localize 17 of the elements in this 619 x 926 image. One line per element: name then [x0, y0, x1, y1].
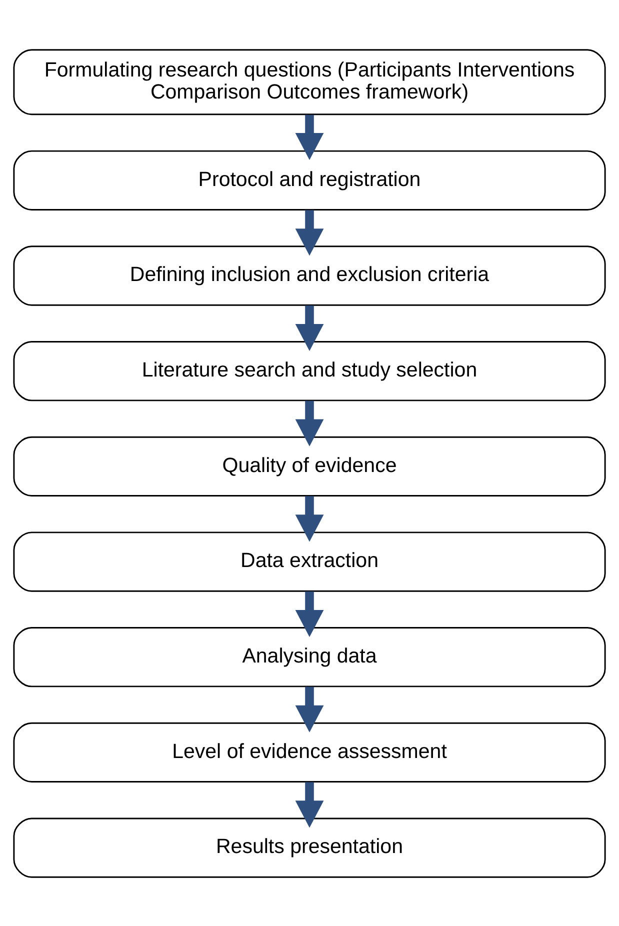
- node-box: Protocol and registration: [13, 150, 606, 210]
- node-box: Literature search and study selection: [13, 340, 606, 401]
- arrow: [295, 114, 324, 160]
- arrow: [295, 400, 324, 446]
- arrow: [295, 782, 324, 828]
- node-box: Level of evidence assessment: [13, 722, 606, 782]
- node-box: Analysing data: [13, 626, 606, 687]
- arrow: [295, 304, 324, 351]
- arrow: [295, 590, 324, 637]
- arrow: [295, 496, 324, 542]
- node-box: Quality of evidence: [13, 436, 606, 496]
- node-box: Data extraction: [13, 531, 606, 592]
- node-box: Results presentation: [13, 817, 606, 878]
- node-box: Defining inclusion and exclusion criteria: [13, 245, 606, 306]
- arrow: [295, 686, 324, 732]
- arrow: [295, 210, 324, 256]
- node-box: Formulating research questions (Participants Interventions Comparison Outcomes framework): [13, 48, 606, 115]
